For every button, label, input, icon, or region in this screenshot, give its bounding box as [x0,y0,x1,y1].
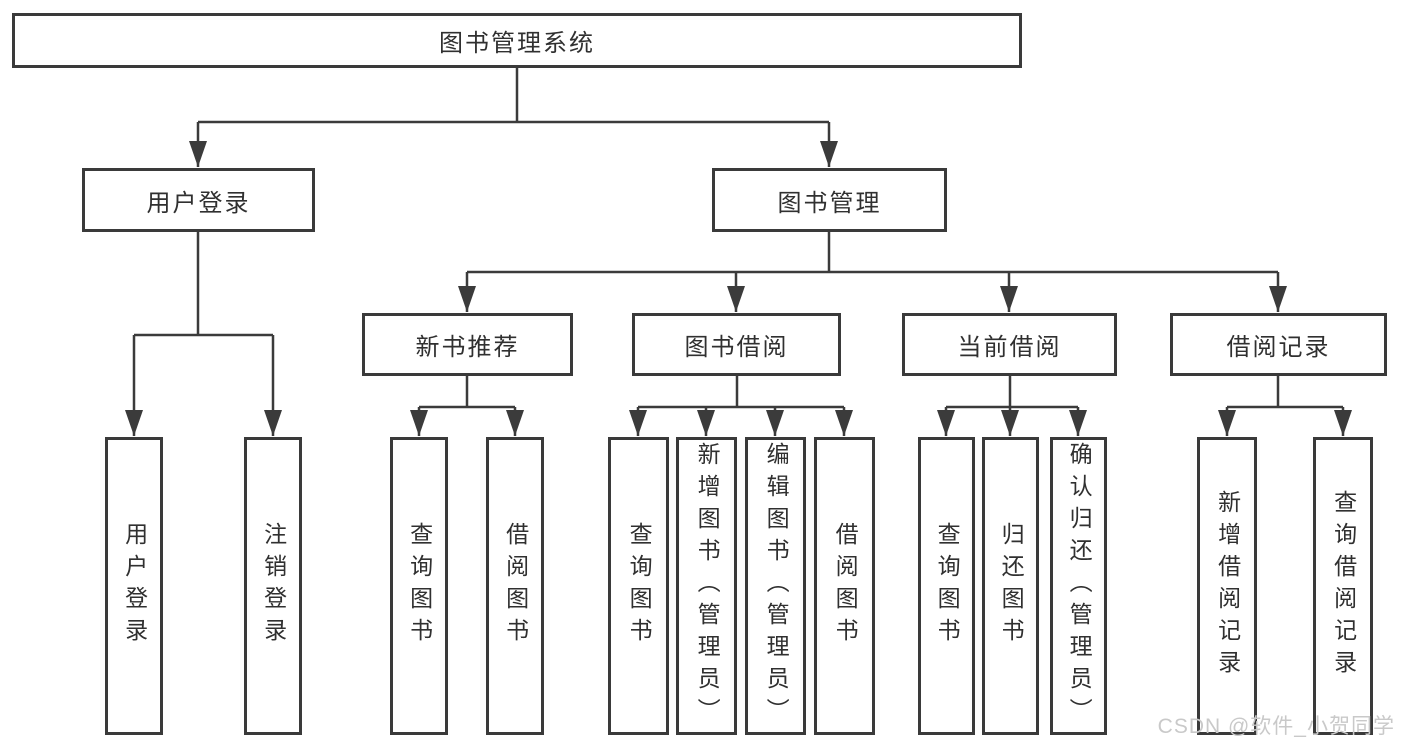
edges-book-borrowing-branch [629,376,853,436]
leaf-borrow-books-recommend: 借阅图书 [486,437,544,735]
edges-borrowing-records-branch [1218,376,1352,436]
node-book-management: 图书管理 [712,168,947,232]
leaf-confirm-return-admin-label: 确认归还（管理员） [1066,442,1093,730]
leaf-borrow-books: 借阅图书 [814,437,875,735]
edges-root-to-level2 [189,68,838,167]
node-user-login: 用户登录 [82,168,315,232]
leaf-borrow-books-recommend-label: 借阅图书 [502,522,529,650]
leaf-query-books-recommend: 查询图书 [390,437,448,735]
edges-book-management-branch [458,232,1287,312]
leaf-user-login: 用户登录 [105,437,163,735]
leaf-logout-label: 注销登录 [260,522,287,650]
leaf-borrow-books-label: 借阅图书 [832,522,859,650]
edges-new-book-recommend-branch [410,376,524,436]
leaf-add-borrow-record: 新增借阅记录 [1197,437,1257,735]
leaf-edit-book-admin-label: 编辑图书（管理员） [763,442,790,730]
leaf-add-book-admin: 新增图书（管理员） [676,437,737,735]
leaf-user-login-label: 用户登录 [121,522,148,650]
leaf-query-books-borrowing: 查询图书 [608,437,669,735]
node-borrowing-records: 借阅记录 [1170,313,1387,376]
leaf-query-books-current: 查询图书 [918,437,975,735]
leaf-edit-book-admin: 编辑图书（管理员） [745,437,806,735]
node-book-borrowing: 图书借阅 [632,313,841,376]
edges-current-borrowing-branch [937,376,1087,436]
node-new-book-recommend: 新书推荐 [362,313,573,376]
csdn-watermark: CSDN @软件_小贺同学 [1157,715,1395,738]
leaf-return-books: 归还图书 [982,437,1039,735]
leaf-add-borrow-record-label: 新增借阅记录 [1214,490,1241,682]
edges-user-login-branch [125,232,282,436]
node-library-management-system: 图书管理系统 [12,13,1022,68]
leaf-return-books-label: 归还图书 [998,522,1025,650]
leaf-confirm-return-admin: 确认归还（管理员） [1050,437,1107,735]
leaf-query-borrow-record: 查询借阅记录 [1313,437,1373,735]
node-current-borrowing: 当前借阅 [902,313,1117,376]
leaf-query-books-current-label: 查询图书 [934,522,961,650]
leaf-add-book-admin-label: 新增图书（管理员） [694,442,721,730]
leaf-query-books-recommend-label: 查询图书 [406,522,433,650]
leaf-query-borrow-record-label: 查询借阅记录 [1330,490,1357,682]
leaf-query-books-borrowing-label: 查询图书 [626,522,653,650]
leaf-logout: 注销登录 [244,437,302,735]
